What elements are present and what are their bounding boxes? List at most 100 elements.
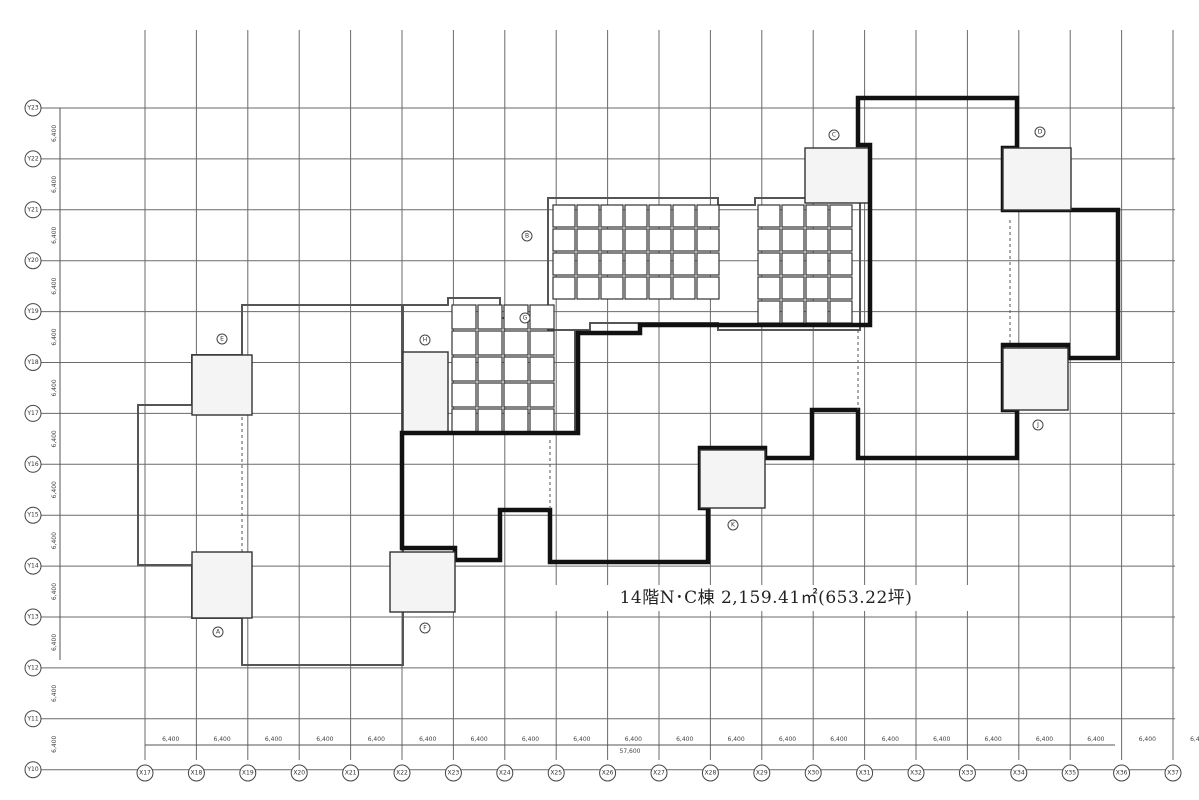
service-room: [451, 408, 477, 434]
col-axis-label: X22: [396, 770, 408, 777]
service-room: [781, 252, 805, 276]
row-axis-circle: [24, 761, 42, 779]
col-dimension: 6,400: [1087, 736, 1104, 743]
core-marker: J: [1032, 419, 1044, 431]
service-room: [829, 300, 853, 324]
row-axis-bubble: Y13: [24, 608, 42, 626]
service-room: [696, 228, 720, 252]
core-marker-label: F: [423, 625, 427, 632]
col-axis-label: X20: [293, 770, 305, 777]
col-axis-label: X27: [653, 770, 665, 777]
core-marker-circle: [1032, 419, 1044, 431]
col-axis-circle: [1113, 764, 1131, 782]
service-room: [600, 204, 624, 228]
col-axis-label: X30: [807, 770, 819, 777]
core-h: [402, 351, 449, 433]
service-room: [503, 330, 529, 356]
core-marker-circle: [216, 333, 228, 345]
col-axis-circle: [856, 764, 874, 782]
col-axis-bubble: X20: [290, 764, 308, 782]
col-axis-circle: [804, 764, 822, 782]
left-wing-outline: [137, 304, 404, 666]
col-axis-label: X28: [705, 770, 717, 777]
col-dimension: 6,400: [573, 736, 590, 743]
service-room: [805, 300, 829, 324]
row-axis-circle: [24, 506, 42, 524]
col-axis-bubble: X19: [239, 764, 257, 782]
core-marker-label: C: [832, 132, 836, 139]
row-axis-label: Y13: [26, 614, 38, 621]
col-axis-label: X18: [191, 770, 203, 777]
col-dimension: 6,400: [316, 736, 333, 743]
service-room: [529, 408, 555, 434]
col-dimension: 6,400: [676, 736, 693, 743]
col-axis-bubble: X28: [701, 764, 719, 782]
row-axis-circle: [24, 99, 42, 117]
service-room: [648, 228, 672, 252]
service-room: [600, 252, 624, 276]
core-a: [191, 551, 253, 619]
core-marker-circle: [212, 626, 224, 638]
col-axis-bubble: X21: [342, 764, 360, 782]
total-dimension-text: 57,600: [620, 748, 641, 755]
service-room: [503, 408, 529, 434]
col-axis-circle: [290, 764, 308, 782]
col-dimension: 6,400: [985, 736, 1002, 743]
service-room: [503, 304, 529, 330]
col-axis-bubble: X37: [1164, 764, 1182, 782]
col-axis-circle: [444, 764, 462, 782]
row-axis-label: Y12: [26, 664, 38, 671]
col-dimension: 6,400: [933, 736, 950, 743]
service-room: [451, 382, 477, 408]
row-axis-circle: [24, 354, 42, 371]
core-d: [1002, 147, 1072, 211]
row-axis-bubble: Y11: [24, 710, 42, 728]
row-axis-circle: [24, 201, 42, 219]
service-room: [624, 228, 648, 252]
row-axis-label: Y21: [26, 206, 38, 213]
service-room: [696, 204, 720, 228]
core-marker-label: J: [1036, 422, 1039, 429]
service-room: [829, 228, 853, 252]
col-axis-circle: [1164, 764, 1182, 782]
service-room: [576, 276, 600, 300]
service-room: [576, 204, 600, 228]
service-room: [829, 204, 853, 228]
service-room: [552, 228, 576, 252]
core-marker-circle: [828, 129, 840, 141]
service-room: [781, 204, 805, 228]
col-axis-circle: [1010, 764, 1028, 782]
col-axis-bubble: X22: [393, 764, 411, 782]
service-room: [529, 304, 555, 330]
core-f: [389, 551, 456, 613]
row-dimension: 6,400: [51, 583, 58, 600]
bottom-dimension-labels: 6,400 6,400 6,400 6,400 6,400 6,400 6,400 6,400…: [162, 736, 1199, 743]
col-axis-bubble: X31: [856, 764, 874, 782]
col-axis-label: X24: [499, 770, 511, 777]
col-dimension: 6,400: [1190, 736, 1199, 743]
service-room: [648, 204, 672, 228]
col-axis-label: X31: [859, 770, 871, 777]
core-marker-label: D: [1038, 129, 1043, 136]
service-room: [757, 204, 781, 228]
col-axis-bubble: X33: [958, 764, 976, 782]
row-axis-label: Y11: [26, 715, 38, 722]
service-room: [696, 276, 720, 300]
service-room: [624, 252, 648, 276]
row-dimension: 6,400: [51, 226, 58, 243]
row-axis-circle: [24, 608, 42, 626]
core-marker: K: [727, 519, 739, 531]
service-room: [757, 300, 781, 324]
core-j: [1002, 347, 1069, 411]
col-axis-label: X32: [910, 770, 922, 777]
col-dimension: 6,400: [419, 736, 436, 743]
col-axis-bubble: X23: [444, 764, 462, 782]
core-marker: E: [216, 333, 228, 345]
service-rooms: [451, 204, 853, 434]
core-e: [191, 354, 253, 416]
row-dimension: 6,400: [51, 430, 58, 447]
service-room: [477, 382, 503, 408]
row-dimension: 6,400: [51, 634, 58, 651]
col-axis-circle: [1061, 764, 1079, 782]
